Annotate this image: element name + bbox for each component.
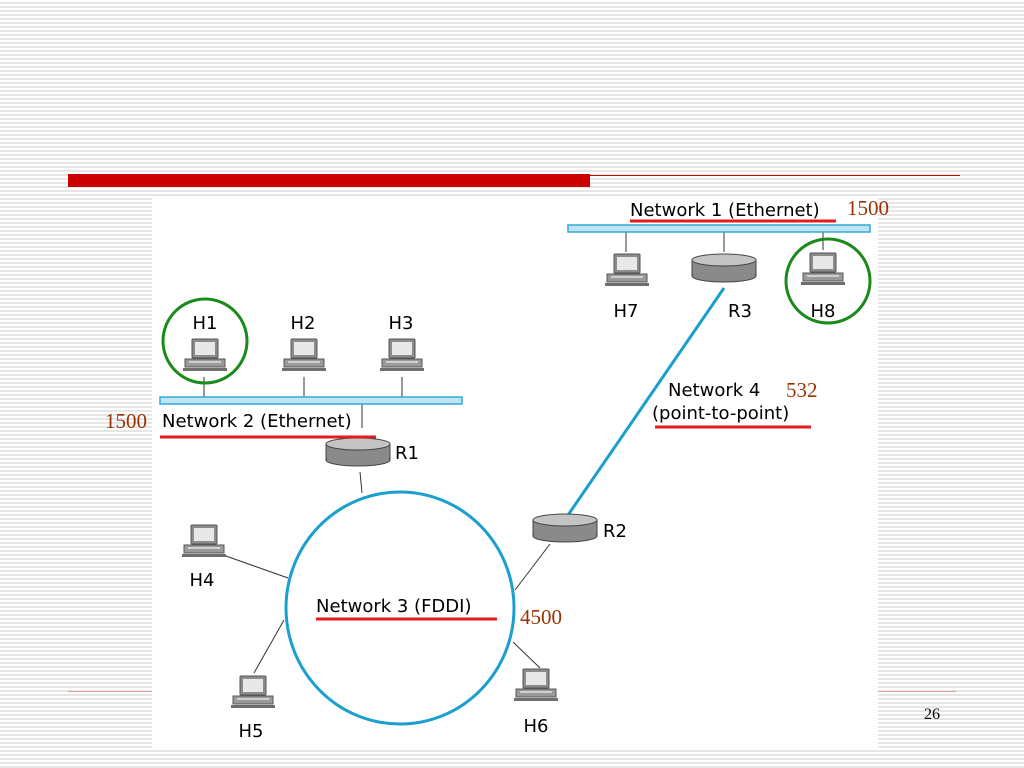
wires xyxy=(203,232,824,674)
network-2-bus xyxy=(159,396,463,405)
router-label-r1: R1 xyxy=(395,443,419,464)
network-4-link xyxy=(564,287,726,519)
highlight-circle-h1 xyxy=(161,297,249,385)
host-label-h4: H4 xyxy=(190,570,215,591)
network-4-mtu: 532 xyxy=(786,378,818,402)
diagram-panel xyxy=(152,198,878,750)
host-label-h2: H2 xyxy=(291,313,316,334)
host-label-h1: H1 xyxy=(193,313,218,334)
host-label-h3: H3 xyxy=(389,313,414,334)
host-label-h6: H6 xyxy=(524,716,549,737)
host-h3-computer-icon[interactable] xyxy=(379,338,425,372)
host-h8-computer-icon[interactable] xyxy=(800,252,846,286)
network-2-mtu: 1500 xyxy=(105,409,147,433)
network-1-bus xyxy=(567,224,871,233)
router-r2-router-icon[interactable] xyxy=(532,513,598,543)
host-h7-computer-icon[interactable] xyxy=(604,253,650,287)
router-label-r3: R3 xyxy=(728,301,752,322)
network-4-label-line1: Network 4 xyxy=(668,380,760,401)
host-label-h7: H7 xyxy=(614,301,639,322)
host-label-h5: H5 xyxy=(239,721,264,742)
network-2-label: Network 2 (Ethernet) xyxy=(162,411,352,432)
slide-page-number: 26 xyxy=(924,706,940,723)
slide-title-bar xyxy=(68,174,590,187)
host-h5-computer-icon[interactable] xyxy=(230,675,276,709)
host-label-h8: H8 xyxy=(811,301,836,322)
network-1-label: Network 1 (Ethernet) xyxy=(630,200,820,221)
slide-title-rule xyxy=(590,175,960,176)
network-3-mtu: 4500 xyxy=(520,605,562,629)
highlight-circle-h8 xyxy=(784,237,872,325)
router-r3-router-icon[interactable] xyxy=(691,253,757,283)
network-3-label: Network 3 (FDDI) xyxy=(316,596,471,617)
network-4-label-line2: (point-to-point) xyxy=(652,403,789,424)
router-label-r2: R2 xyxy=(603,521,627,542)
host-h2-computer-icon[interactable] xyxy=(281,338,327,372)
network-3-ring xyxy=(284,490,516,726)
host-h1-computer-icon[interactable] xyxy=(182,338,228,372)
host-h4-computer-icon[interactable] xyxy=(181,524,227,558)
host-h6-computer-icon[interactable] xyxy=(513,668,559,702)
network-1-mtu: 1500 xyxy=(847,196,889,220)
router-r1-router-icon[interactable] xyxy=(325,437,391,467)
